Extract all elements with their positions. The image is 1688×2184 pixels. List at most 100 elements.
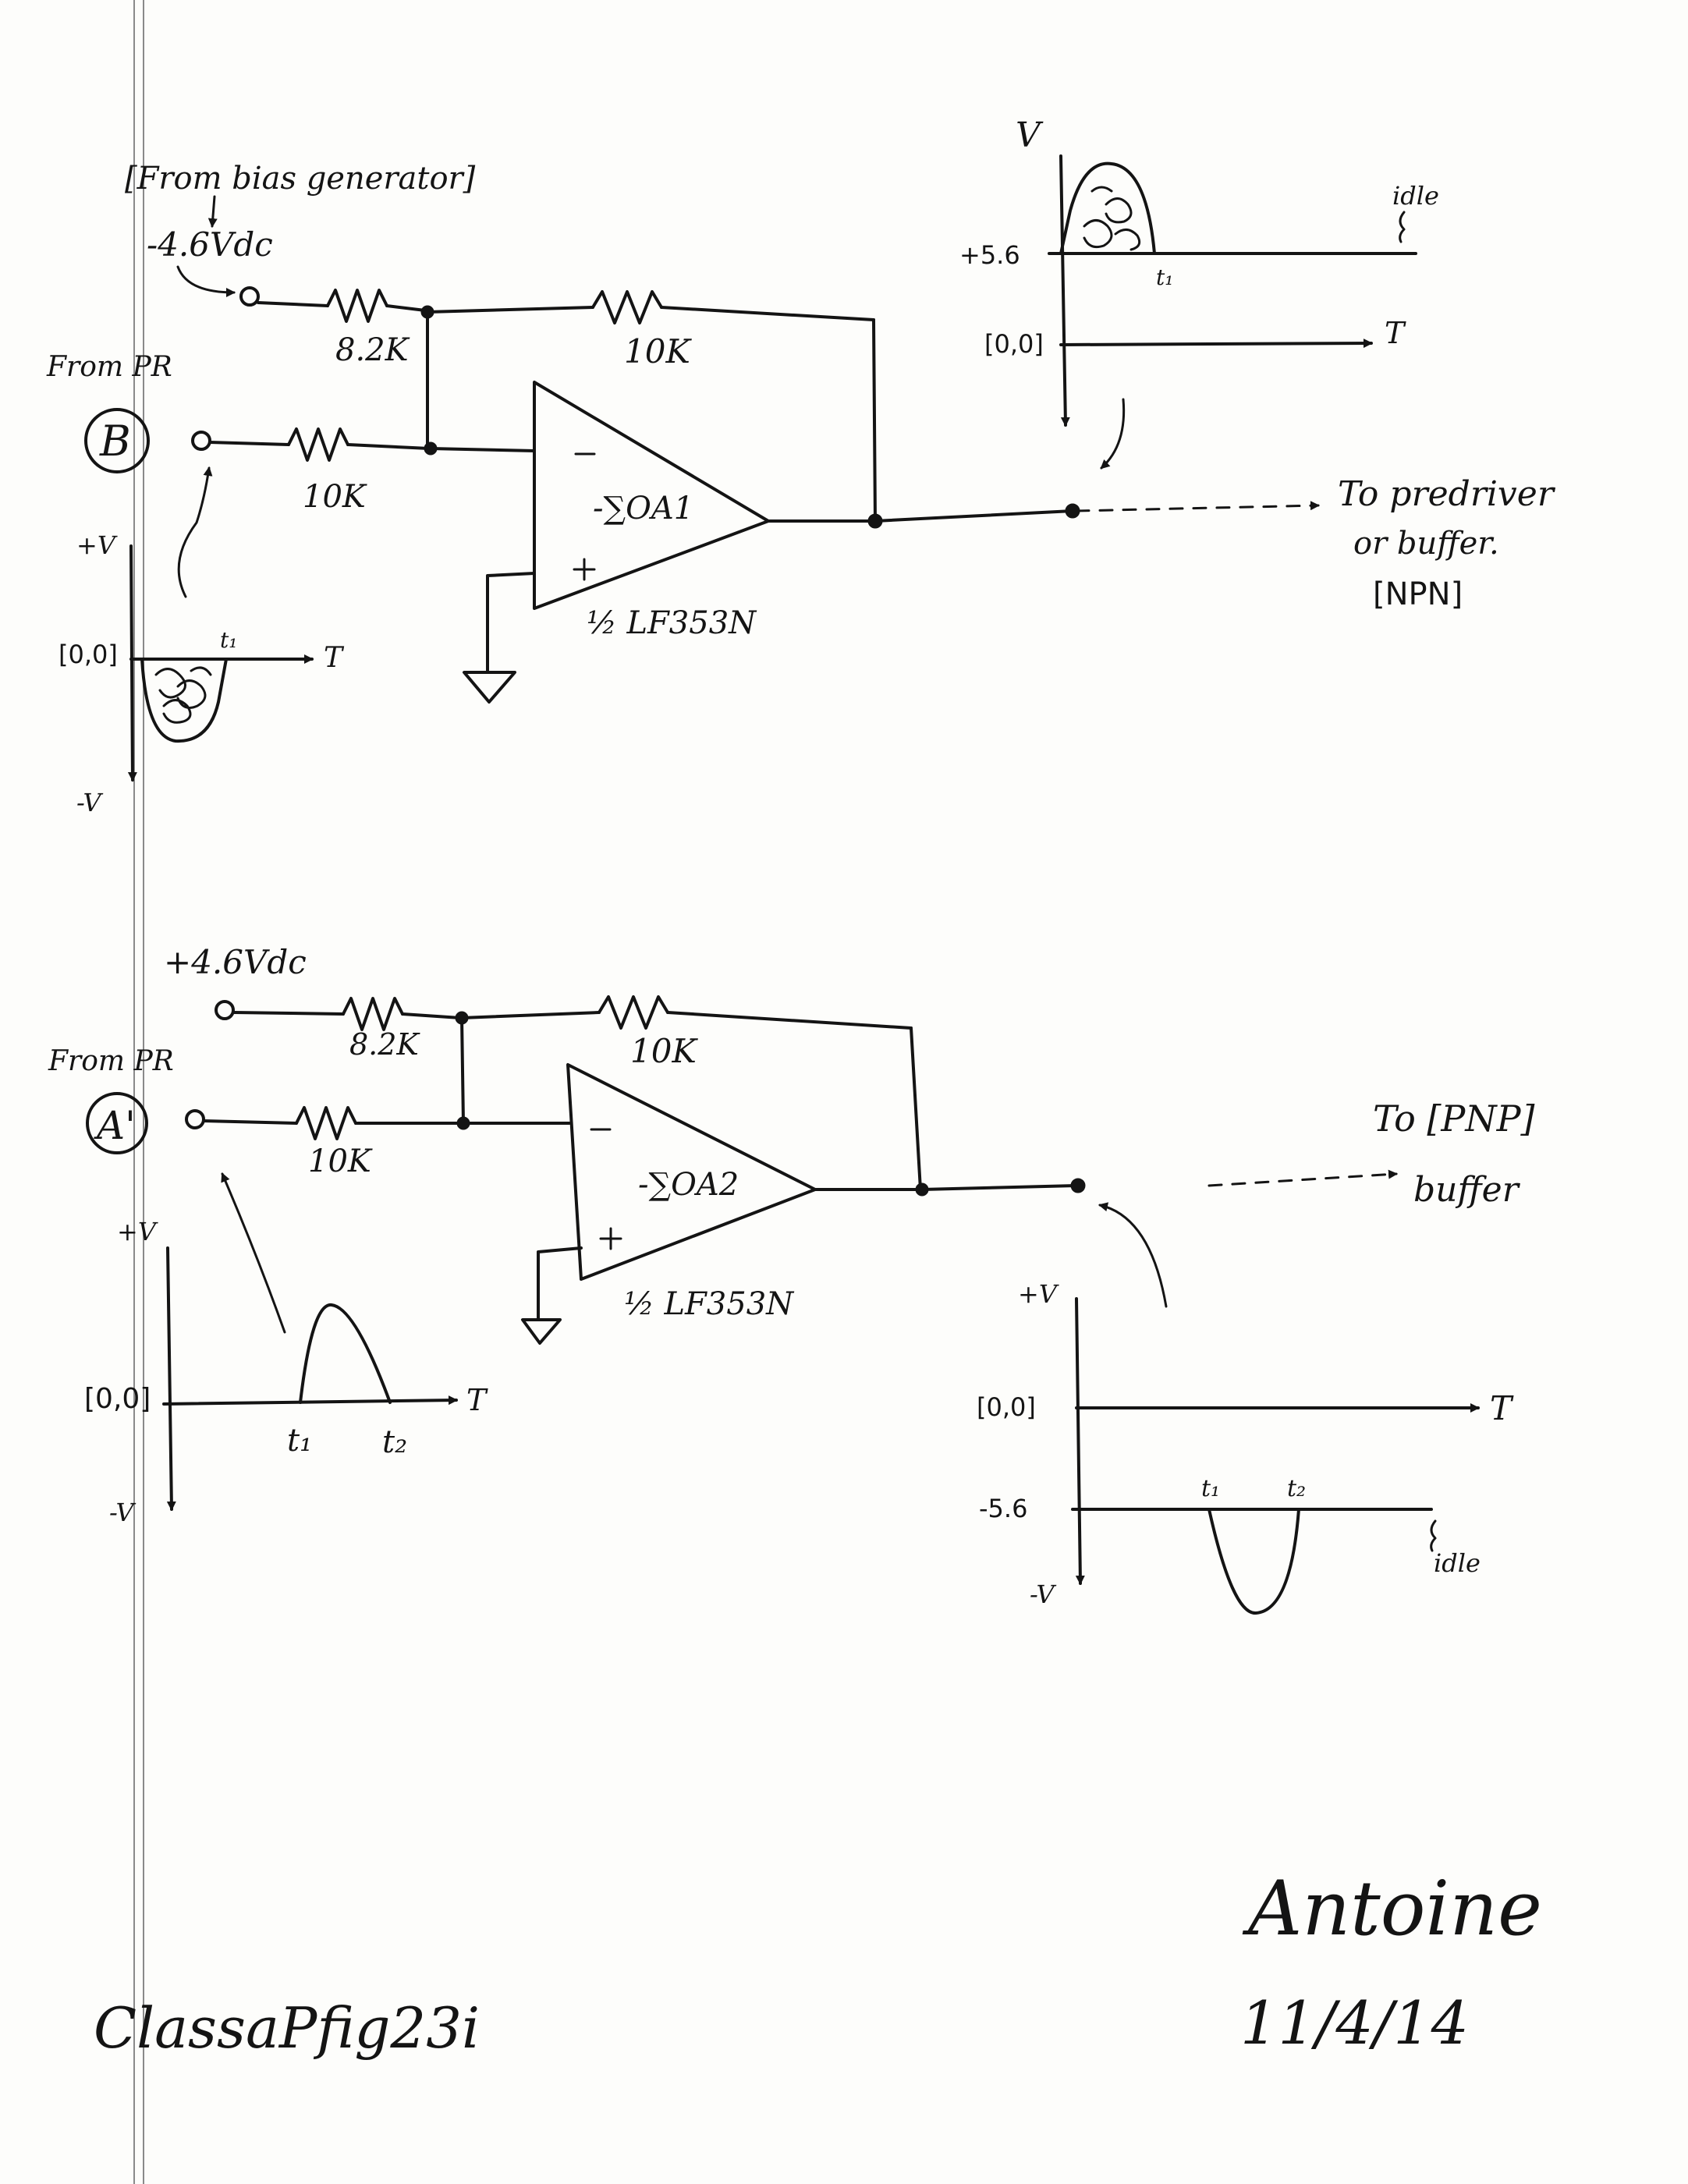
graph-v-neg: -V bbox=[1030, 1580, 1056, 1609]
output-waveform-bottom: +V -V [0,0] T -5.6 t₁ t₂ idle bbox=[977, 1279, 1514, 1615]
opamp-label-oa1: -∑OA1 bbox=[593, 491, 693, 526]
pointer-arrow bbox=[221, 1172, 286, 1334]
pointer-arrow bbox=[1100, 398, 1126, 470]
bias-voltage-label: +4.6Vdc bbox=[164, 943, 307, 981]
resistor-8k2-top bbox=[326, 289, 388, 323]
output-node bbox=[1070, 1178, 1086, 1193]
wire bbox=[232, 1011, 345, 1016]
note-arrow bbox=[207, 195, 218, 228]
graph-t-label: T bbox=[1490, 1389, 1514, 1427]
graph-idle: idle bbox=[1392, 181, 1439, 211]
input-terminal bbox=[191, 431, 211, 451]
wire bbox=[401, 1012, 462, 1019]
feedback-resistor-top bbox=[591, 290, 663, 324]
feedback-resistor-bottom bbox=[598, 995, 669, 1030]
pointer-arrow bbox=[177, 466, 213, 598]
output-destination-1: To [PNP] bbox=[1373, 1097, 1535, 1140]
top-circuit: [From bias generator] -4.6Vdc 8.2K 10K F… bbox=[46, 115, 1556, 817]
wire bbox=[202, 1119, 298, 1125]
node-a-label: A' bbox=[94, 1103, 136, 1148]
pulse-hatching bbox=[154, 666, 212, 724]
plus-sign bbox=[599, 1227, 622, 1250]
bias-terminal bbox=[239, 286, 260, 307]
negative-pulse bbox=[1207, 1508, 1300, 1615]
input-waveform-top: +V -V [0,0] T t₁ bbox=[59, 466, 345, 817]
graph-t-label: T bbox=[324, 642, 345, 674]
wire bbox=[257, 301, 329, 307]
wire bbox=[537, 1246, 583, 1320]
input-waveform-bottom: +V -V [0,0] T t₁ t₂ bbox=[84, 1172, 488, 1527]
input-from-label: From PR bbox=[48, 1045, 174, 1077]
v-axis bbox=[166, 1246, 176, 1511]
wire bbox=[429, 447, 536, 452]
opamp-oa2 bbox=[566, 1063, 817, 1281]
input-resistor-top bbox=[287, 427, 349, 462]
bias-arrow bbox=[176, 265, 236, 297]
plus-sign bbox=[573, 558, 596, 581]
opamp-part-oa2: ½ LF353N bbox=[624, 1286, 795, 1322]
graph-t1: t₁ bbox=[1156, 264, 1173, 290]
pulse-hatching bbox=[1083, 186, 1141, 251]
wire bbox=[486, 572, 536, 672]
wire bbox=[874, 509, 1074, 523]
graph-origin: [0,0] bbox=[984, 329, 1044, 359]
opamp-oa1 bbox=[533, 381, 770, 610]
output-waveform-top: V +5.6 t₁ idle [0,0] T bbox=[959, 115, 1439, 427]
footer: Antoine 11/4/14 ClassaPfig23i bbox=[94, 1865, 1542, 2061]
output-destination-2: buffer bbox=[1413, 1170, 1521, 1210]
idle-pointer bbox=[1399, 211, 1406, 243]
opamp-part-oa1: ½ LF353N bbox=[587, 605, 757, 641]
v-axis bbox=[1059, 154, 1070, 427]
wire bbox=[660, 306, 875, 321]
graph-t1: t₁ bbox=[220, 627, 237, 653]
graph-level: -5.6 bbox=[979, 1494, 1027, 1523]
wire bbox=[920, 1184, 1078, 1191]
negative-pulse bbox=[140, 658, 228, 743]
graph-idle: idle bbox=[1434, 1548, 1481, 1578]
graph-v-pos: +V bbox=[117, 1217, 158, 1246]
v-axis bbox=[1075, 1297, 1085, 1585]
graph-t-label: T bbox=[1385, 316, 1406, 350]
graph-origin: [0,0] bbox=[84, 1383, 151, 1415]
bias-terminal bbox=[215, 1000, 235, 1020]
pointer-arrow bbox=[1098, 1202, 1168, 1308]
input-from-label: From PR bbox=[46, 351, 172, 383]
output-dashed-arrow bbox=[1075, 501, 1320, 512]
input-resistor-label: 10K bbox=[308, 1143, 373, 1179]
v-axis bbox=[127, 544, 137, 782]
output-destination-3: [NPN] bbox=[1373, 576, 1463, 612]
wire bbox=[346, 443, 431, 450]
wire bbox=[208, 441, 290, 446]
t-axis bbox=[162, 1395, 458, 1406]
graph-v-neg: -V bbox=[76, 788, 103, 817]
ground-symbol-top bbox=[463, 671, 516, 704]
resistor-8k2-bottom bbox=[342, 997, 404, 1031]
wire bbox=[666, 1011, 913, 1030]
ground-symbol-bottom bbox=[521, 1318, 562, 1345]
graph-v-pos: +V bbox=[76, 530, 118, 560]
wire bbox=[460, 1011, 601, 1019]
figure-id: ClassaPfig23i bbox=[94, 1995, 480, 2061]
wire bbox=[872, 318, 877, 523]
idle-pointer bbox=[1430, 1519, 1437, 1552]
graph-v-neg: -V bbox=[109, 1498, 136, 1527]
graph-origin: [0,0] bbox=[977, 1392, 1036, 1422]
date: 11/4/14 bbox=[1240, 1988, 1469, 2058]
wire bbox=[460, 1016, 465, 1125]
bias-source-note: [From bias generator] bbox=[125, 161, 476, 197]
graph-t2: t₂ bbox=[1287, 1475, 1306, 1502]
bias-resistor-label: 8.2K bbox=[335, 332, 410, 368]
bias-voltage-label: -4.6Vdc bbox=[147, 225, 273, 264]
t-axis bbox=[1059, 339, 1373, 349]
wire bbox=[426, 306, 594, 314]
node-b-label: B bbox=[99, 417, 131, 466]
bottom-circuit: +4.6Vdc 8.2K 10K From PR A' 10K -∑OA2 ½ … bbox=[48, 943, 1535, 1615]
graph-t2: t₂ bbox=[382, 1424, 407, 1460]
graph-t1: t₁ bbox=[287, 1423, 312, 1459]
output-dashed-arrow bbox=[1207, 1169, 1398, 1187]
output-destination-1: To predriver bbox=[1338, 474, 1556, 514]
graph-v-label: V bbox=[1016, 115, 1044, 155]
input-resistor-label: 10K bbox=[303, 479, 367, 515]
